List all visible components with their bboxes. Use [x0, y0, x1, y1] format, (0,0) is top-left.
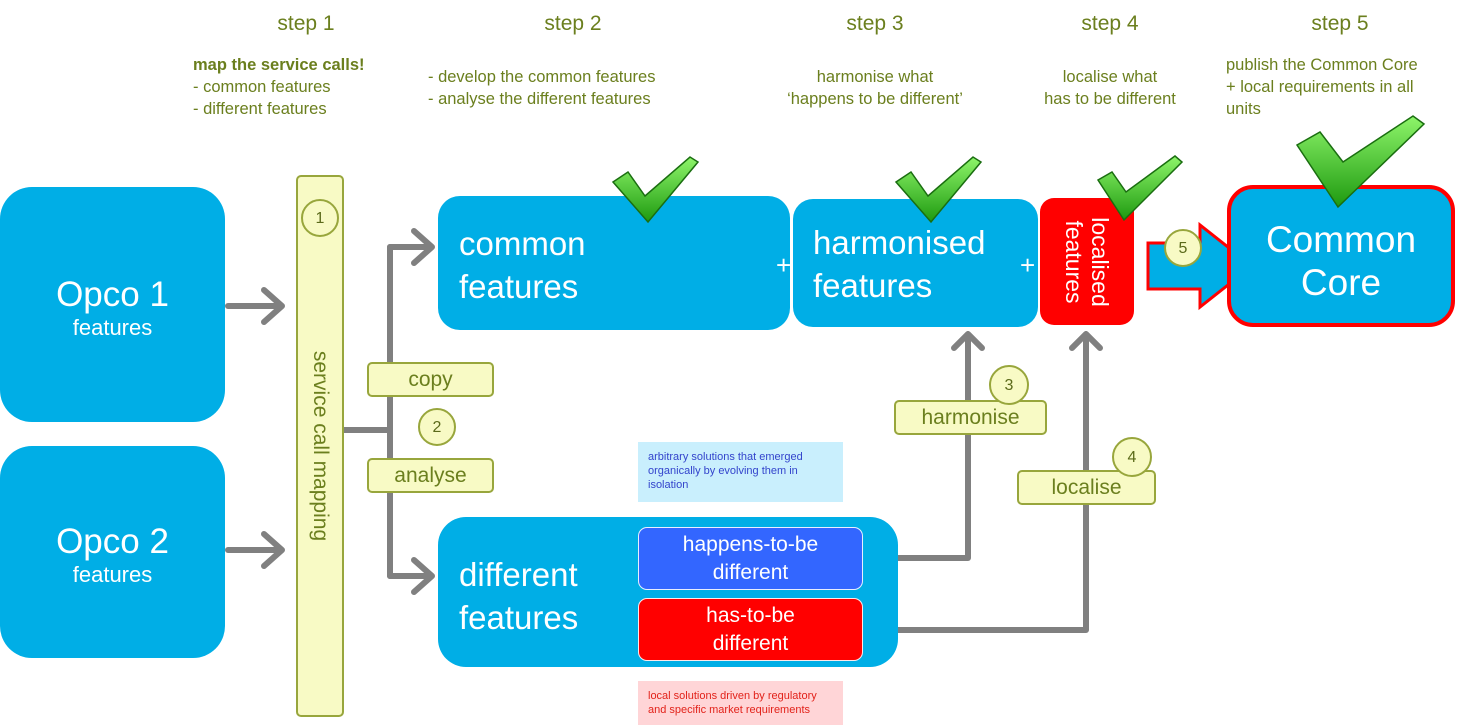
step-number-5: 5 [1164, 229, 1202, 267]
harmonised-features-line: harmonised [813, 224, 986, 261]
opco-1-box[interactable]: Opco 1 features [0, 187, 225, 422]
opco-1-name: Opco 1 [56, 275, 169, 314]
localised-features-box[interactable]: localised features [1040, 198, 1134, 325]
step-number-1: 1 [301, 199, 339, 237]
arrow-different [387, 557, 435, 595]
step-4-line: localise what [1062, 68, 1158, 86]
arbitrary-solutions-note: arbitrary solutions that emerged organic… [638, 442, 843, 502]
step-1-desc: map the service calls! - common features… [193, 54, 365, 120]
step-number-2: 2 [418, 408, 456, 446]
step-3-line: harmonise what [816, 68, 934, 86]
step-5-line: publish the Common Core [1226, 56, 1418, 74]
happens-to-be-different-box[interactable]: happens-to-be different [638, 527, 863, 590]
service-call-mapping-bar[interactable]: 1 service call mapping [296, 175, 344, 717]
analyse-label: analyse [367, 458, 494, 493]
step-number-4: 4 [1112, 437, 1152, 477]
common-features-line: common [459, 225, 586, 262]
arrow-localise [861, 331, 1103, 633]
step-1-line: - different features [193, 100, 327, 118]
opco-1-sub: features [72, 315, 153, 340]
happens-line: happens-to-be [682, 533, 819, 556]
step-number-3: 3 [989, 365, 1029, 405]
different-features-line: features [459, 599, 579, 636]
has-to-be-different-box[interactable]: has-to-be different [638, 598, 863, 661]
step-2-line: - develop the common features [428, 68, 656, 86]
common-core-line: Core [1300, 262, 1382, 303]
different-features-line: different [459, 556, 578, 593]
step-4-desc: localise what has to be different [1020, 66, 1200, 110]
step-4-title: step 4 [1081, 12, 1139, 35]
opco-2-sub: features [72, 562, 153, 587]
step-2-line: - analyse the different features [428, 90, 651, 108]
common-features-line: features [459, 268, 579, 305]
step-2-desc: - develop the common features - analyse … [428, 66, 655, 110]
step-1-title: step 1 [277, 12, 335, 35]
has-line: different [712, 632, 789, 655]
has-line: has-to-be [706, 604, 795, 627]
localised-features-label: localised features [1061, 217, 1113, 307]
step-5-line: units [1226, 100, 1261, 118]
step-3-desc: harmonise what ‘happens to be different’ [775, 66, 975, 110]
localised-features-line: features [1061, 219, 1087, 304]
common-core-line: Common [1265, 219, 1417, 260]
plus-sign: + [1020, 250, 1036, 280]
step-5-line: + local requirements in all [1226, 78, 1414, 96]
step-2-title: step 2 [544, 12, 602, 35]
arrow-opco2 [225, 531, 285, 569]
step-1-heading: map the service calls! [193, 56, 365, 74]
arrow-common [387, 228, 435, 266]
opco-2-box[interactable]: Opco 2 features [0, 446, 225, 658]
opco-2-name: Opco 2 [56, 522, 169, 561]
service-call-mapping-label: service call mapping [309, 350, 332, 542]
step-3-line: ‘happens to be different’ [787, 90, 963, 108]
copy-label: copy [367, 362, 494, 397]
harmonise-label: harmonise [894, 400, 1047, 435]
step-1-line: - common features [193, 78, 331, 96]
arrow-opco1 [225, 287, 285, 325]
localised-features-line: localised [1087, 216, 1113, 307]
common-core-box[interactable]: Common Core [1227, 185, 1455, 327]
step-5-title: step 5 [1311, 12, 1369, 35]
step-3-title: step 3 [846, 12, 904, 35]
step-5-desc: publish the Common Core + local requirem… [1226, 54, 1418, 120]
harmonised-features-box[interactable]: harmonised features [793, 199, 1038, 327]
happens-line: different [712, 561, 789, 584]
plus-sign: + [776, 250, 792, 280]
step-4-line: has to be different [1044, 90, 1176, 108]
harmonised-features-line: features [813, 267, 933, 304]
local-solutions-note: local solutions driven by regulatory and… [638, 681, 843, 725]
common-features-box[interactable]: common features [438, 196, 790, 330]
